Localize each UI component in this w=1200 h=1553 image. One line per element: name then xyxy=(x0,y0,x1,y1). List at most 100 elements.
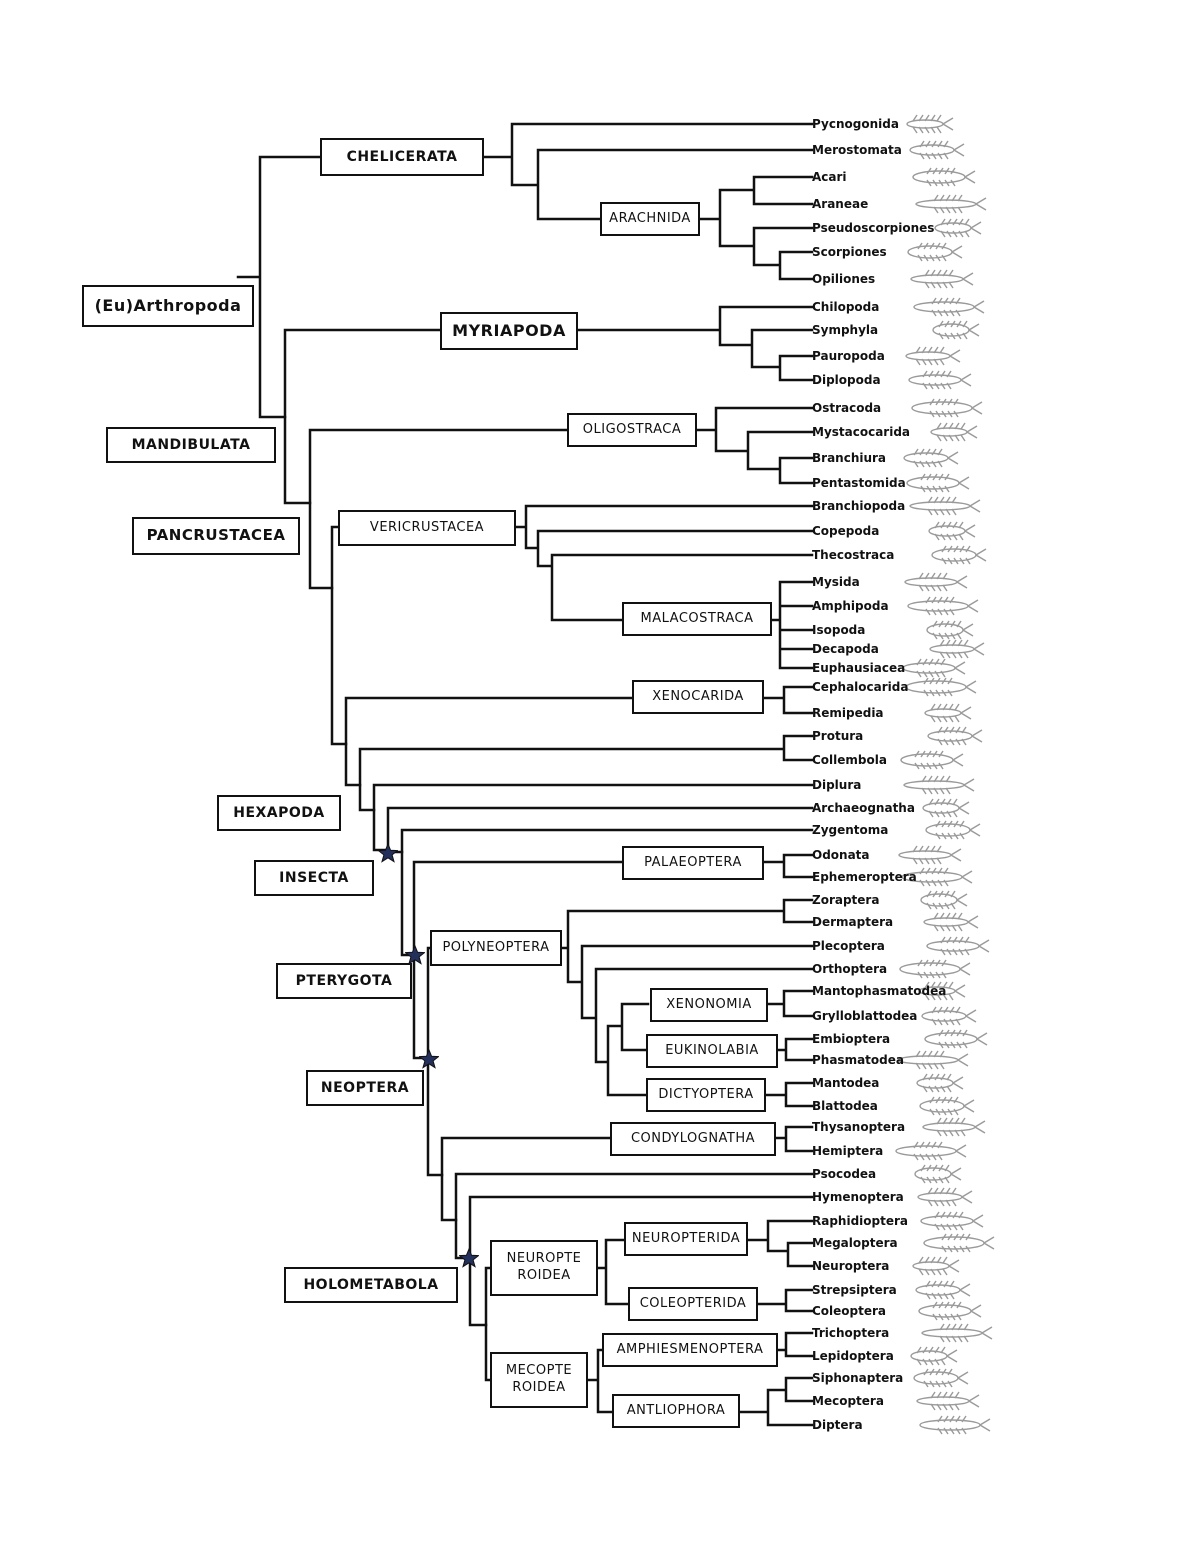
illustration-odonata-icon xyxy=(898,845,962,865)
taxon-merostomata: Merostomata xyxy=(812,143,902,157)
branch-neuropteroidea xyxy=(596,1238,632,1306)
taxon-hemiptera: Hemiptera xyxy=(812,1144,884,1158)
taxon-euphausiacea: Euphausiacea xyxy=(812,661,906,675)
pterygota-node-star-icon xyxy=(405,945,425,965)
branch-antliophora xyxy=(738,1376,814,1427)
taxon-amphipoda: Amphipoda xyxy=(812,599,889,613)
taxon-thecostraca: Thecostraca xyxy=(812,548,895,562)
illustration-symphyla-icon xyxy=(932,320,980,340)
taxon-collembola: Collembola xyxy=(812,753,887,767)
illustration-remipedia-icon xyxy=(924,703,972,723)
taxon-blattodea: Blattodea xyxy=(812,1099,878,1113)
illustration-ostracoda-icon xyxy=(911,398,983,418)
illustration-coleoptera-icon xyxy=(918,1301,982,1321)
holometabola-node-star-icon xyxy=(459,1248,479,1268)
branch-hexapoda xyxy=(358,734,814,812)
taxon-branchiopoda: Branchiopoda xyxy=(812,499,906,513)
chelicerata-label: CHELICERATA xyxy=(320,138,484,176)
illustration-thecostraca-icon xyxy=(931,545,987,565)
illustration-branchiura-icon xyxy=(903,448,959,468)
taxon-copepoda: Copepoda xyxy=(812,524,880,538)
taxon-zygentoma: Zygentoma xyxy=(812,823,889,837)
holometabola-label: HOLOMETABOLA xyxy=(284,1267,458,1303)
illustration-blattodea-icon xyxy=(919,1096,975,1116)
taxon-ostracoda: Ostracoda xyxy=(812,401,882,415)
illustration-trichoptera-icon xyxy=(921,1323,993,1343)
taxon-pseudoscorpiones: Pseudoscorpiones xyxy=(812,221,935,235)
illustration-scorpiones-icon xyxy=(907,242,963,262)
illustration-hemiptera-icon xyxy=(895,1141,967,1161)
pancrustacea-label: PANCRUSTACEA xyxy=(132,517,300,555)
branch-eumetabola xyxy=(440,1136,614,1222)
taxon-isopoda: Isopoda xyxy=(812,623,866,637)
neuropterida-label: NEUROPTERIDA xyxy=(624,1222,748,1256)
neuropteroidea-label: NEUROPTE ROIDEA xyxy=(490,1240,598,1296)
branch-palaeoptera xyxy=(762,853,814,879)
taxon-decapoda: Decapoda xyxy=(812,642,879,656)
taxon-pentastomida: Pentastomida xyxy=(812,476,906,490)
illustration-dermaptera-icon xyxy=(923,912,979,932)
taxon-embioptera: Embioptera xyxy=(812,1032,891,1046)
polyneoptera-label: POLYNEOPTERA xyxy=(430,930,562,966)
branch-vericrustacea xyxy=(513,504,814,622)
taxon-pauropoda: Pauropoda xyxy=(812,349,885,363)
branch-eukinolabia xyxy=(776,1037,814,1062)
euarthropoda-label: (Eu)Arthropoda xyxy=(82,285,254,327)
illustration-mantophasmatodea-icon xyxy=(918,981,966,1001)
branch-mecopteroidea xyxy=(586,1348,616,1414)
neoptera-node-star-icon xyxy=(419,1049,439,1069)
taxon-illustrations xyxy=(895,114,995,1435)
taxon-ephemeroptera: Ephemeroptera xyxy=(812,870,917,884)
taxon-zoraptera: Zoraptera xyxy=(812,893,880,907)
condylognatha-label: CONDYLOGNATHA xyxy=(610,1122,776,1156)
oligostraca-label: OLIGOSTRACA xyxy=(567,413,697,447)
mecopteroidea-label: MECOPTE ROIDEA xyxy=(490,1352,588,1408)
branch-pancrustacea xyxy=(308,428,570,590)
illustration-pseudoscorpiones-icon xyxy=(934,218,982,238)
illustration-thysanoptera-icon xyxy=(922,1117,986,1137)
illustration-psocodea-icon xyxy=(914,1164,962,1184)
taxon-plecoptera: Plecoptera xyxy=(812,939,885,953)
taxon-mecoptera: Mecoptera xyxy=(812,1394,884,1408)
branch-diplura xyxy=(372,783,814,852)
illustration-pycnogonida-icon xyxy=(906,114,954,134)
illustration-pentastomida-icon xyxy=(906,473,970,493)
illustration-megaloptera-icon xyxy=(923,1233,995,1253)
illustration-cephalocarida-icon xyxy=(905,677,977,697)
amphiesmenoptera-label: AMPHIESMENOPTERA xyxy=(602,1333,778,1367)
illustration-zygentoma-icon xyxy=(925,820,981,840)
mandibulata-label: MANDIBULATA xyxy=(106,427,276,463)
branch-root xyxy=(236,155,324,419)
xenocarida-label: XENOCARIDA xyxy=(632,680,764,714)
illustration-phasmatodea-icon xyxy=(897,1050,969,1070)
illustration-grylloblattodea-icon xyxy=(921,1006,977,1026)
branch-xenonomia xyxy=(766,989,814,1018)
branch-dictyoptera xyxy=(764,1081,814,1108)
branch-condylognatha xyxy=(774,1125,814,1153)
coleopterida-label: COLEOPTERIDA xyxy=(628,1287,758,1321)
illustration-branchiopoda-icon xyxy=(909,496,981,516)
branch-coleopterida xyxy=(756,1288,814,1313)
taxon-mantodea: Mantodea xyxy=(812,1076,880,1090)
taxon-pycnogonida: Pycnogonida xyxy=(812,117,899,131)
illustration-diplopoda-icon xyxy=(908,370,972,390)
illustration-araneae-icon xyxy=(915,194,987,214)
illustration-ephemeroptera-icon xyxy=(901,867,973,887)
branch-polyneoptera xyxy=(560,898,814,1097)
illustration-mysida-icon xyxy=(904,572,968,592)
taxon-diplura: Diplura xyxy=(812,778,862,792)
illustration-diplura-icon xyxy=(903,775,975,795)
illustration-mystacocarida-icon xyxy=(930,422,978,442)
taxon-branchiura: Branchiura xyxy=(812,451,887,465)
taxon-phasmatodea: Phasmatodea xyxy=(812,1053,904,1067)
illustration-decapoda-icon xyxy=(929,639,985,659)
illustration-acari-icon xyxy=(912,167,976,187)
taxon-mysida: Mysida xyxy=(812,575,860,589)
illustration-orthoptera-icon xyxy=(899,959,971,979)
branch-altocrustacea xyxy=(330,525,348,746)
illustration-plecoptera-icon xyxy=(926,936,990,956)
taxon-archaeognatha: Archaeognatha xyxy=(812,801,915,815)
taxon-mantophasmatodea: Mantophasmatodea xyxy=(812,984,947,998)
illustration-euphausiacea-icon xyxy=(902,658,966,678)
branch-mandibulata xyxy=(283,328,444,505)
